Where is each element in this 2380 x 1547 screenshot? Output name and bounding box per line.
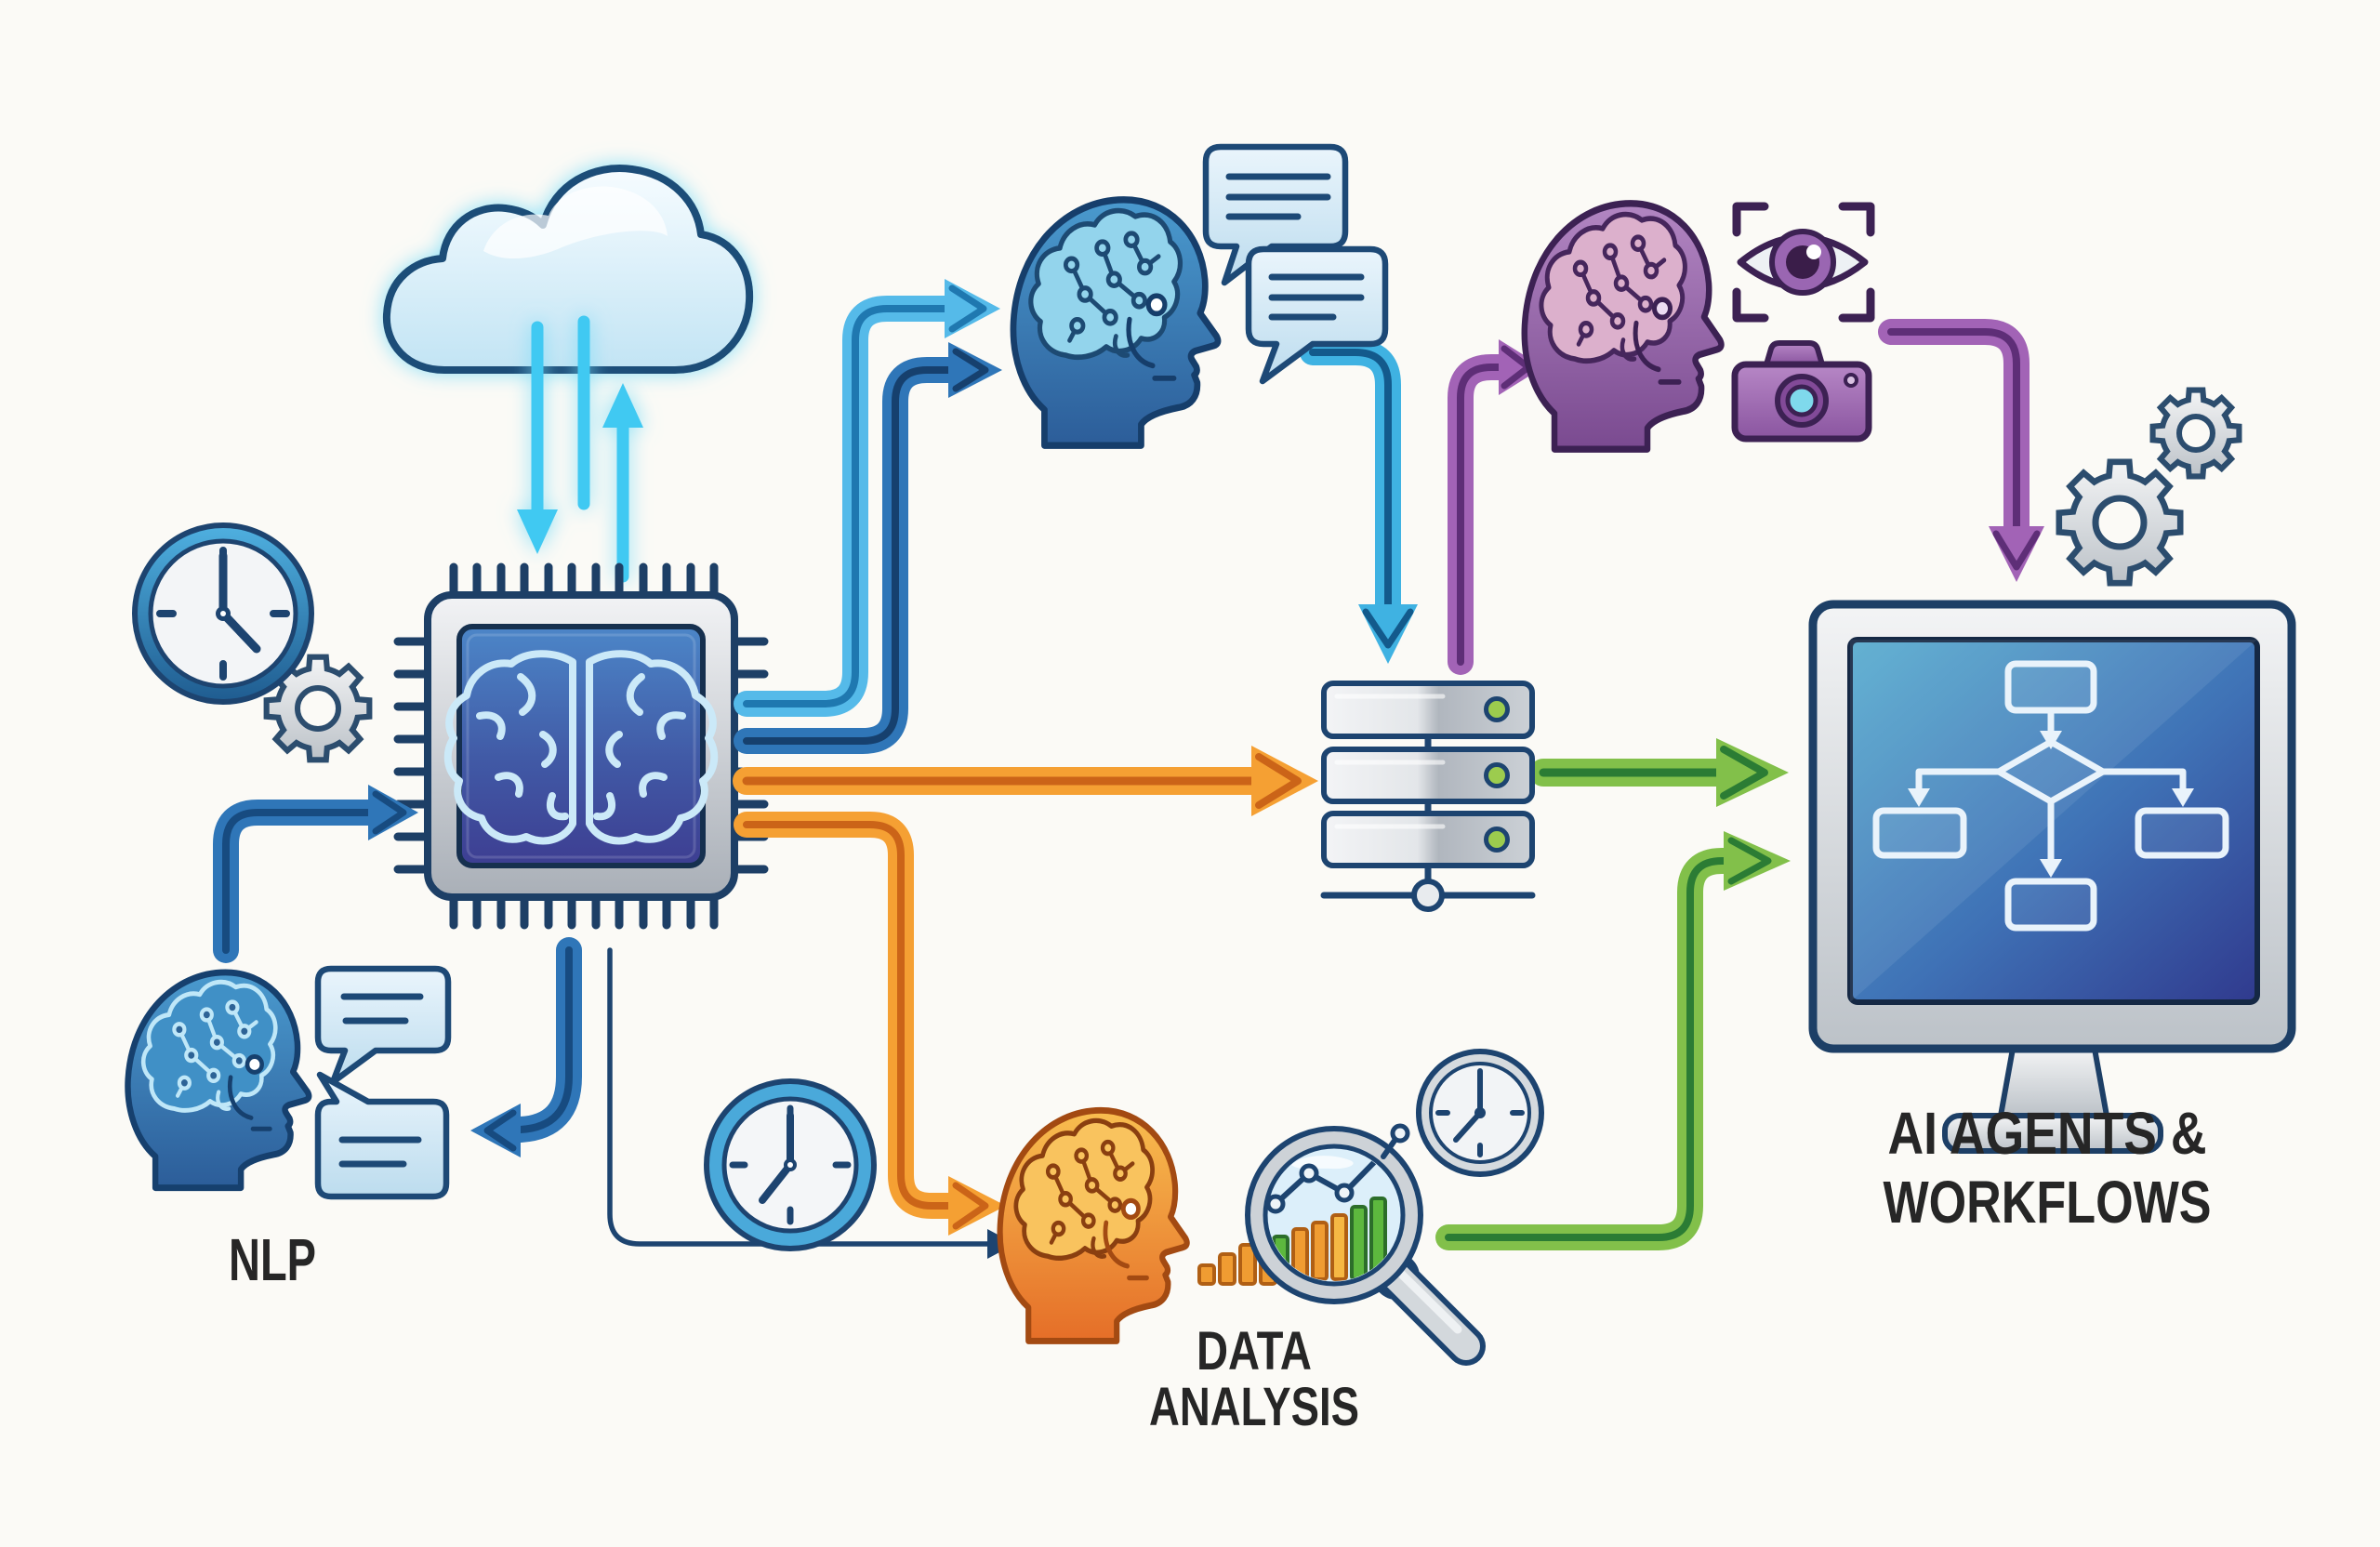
data-analysis-line2: ANALYSIS bbox=[1149, 1377, 1359, 1437]
data-analysis-line1: DATA bbox=[1197, 1321, 1312, 1382]
clock-icon bbox=[1416, 1049, 1544, 1177]
arrow-chat-to-server bbox=[1300, 339, 1418, 664]
clock-icon bbox=[704, 1078, 877, 1251]
cloud-transfer-arrows-icon bbox=[517, 315, 643, 583]
arrow-nlp-to-chip bbox=[213, 785, 418, 963]
data-analysis-label: DATA ANALYSIS bbox=[1149, 1321, 1359, 1437]
clock-icon bbox=[132, 522, 314, 705]
gear-icon bbox=[267, 657, 370, 760]
nlp-label: NLP bbox=[229, 1226, 316, 1293]
server-unit bbox=[1321, 747, 1535, 804]
server-stack-icon bbox=[1320, 681, 1536, 912]
flow-arrows bbox=[213, 279, 2044, 1259]
cloud-icon bbox=[382, 165, 754, 374]
chat-head-icon bbox=[1010, 196, 1222, 449]
gear-small-icon bbox=[2153, 390, 2240, 477]
camera-icon bbox=[1731, 340, 1872, 443]
arrow-server-to-monitor bbox=[1529, 738, 1789, 807]
ai-chip-icon bbox=[393, 562, 769, 930]
magnifier-chart-icon bbox=[1245, 1123, 1486, 1366]
nlp-head-icon bbox=[125, 969, 312, 1192]
arrow-vision-to-monitor bbox=[1878, 319, 2044, 582]
arrow-chip-to-nlp bbox=[470, 937, 582, 1157]
arrow-chip-to-chat-inner bbox=[734, 342, 1002, 754]
monitor-flowchart-icon bbox=[1808, 600, 2296, 1154]
analysis-head-icon bbox=[997, 1106, 1190, 1344]
gear-large-icon bbox=[2059, 462, 2180, 583]
chat-bubble-bottom bbox=[1245, 245, 1389, 385]
ai-agents-line1: AI AGENTS & bbox=[1888, 1100, 2207, 1167]
arrow-chip-to-analysis bbox=[734, 812, 1006, 1236]
nlp-speech-bubble-top bbox=[314, 965, 452, 1086]
eye-scan-icon bbox=[1732, 202, 1875, 323]
vision-head-icon bbox=[1521, 200, 1725, 453]
ai-agents-label: AI AGENTS & WORKFLOWS bbox=[1884, 1100, 2212, 1236]
arrow-analysis-to-monitor bbox=[1435, 831, 1791, 1250]
flowchart-graphic bbox=[1872, 660, 2229, 932]
arrow-chip-to-server bbox=[733, 746, 1318, 816]
server-unit bbox=[1321, 811, 1535, 868]
server-unit bbox=[1321, 681, 1535, 739]
nlp-speech-bubble-bottom bbox=[314, 1071, 450, 1200]
brain-circuit-icon bbox=[140, 979, 278, 1113]
ai-agents-line2: WORKFLOWS bbox=[1884, 1169, 2212, 1236]
gears-icon bbox=[2059, 390, 2240, 584]
arrow-chip-to-chat-outer bbox=[734, 279, 1000, 717]
